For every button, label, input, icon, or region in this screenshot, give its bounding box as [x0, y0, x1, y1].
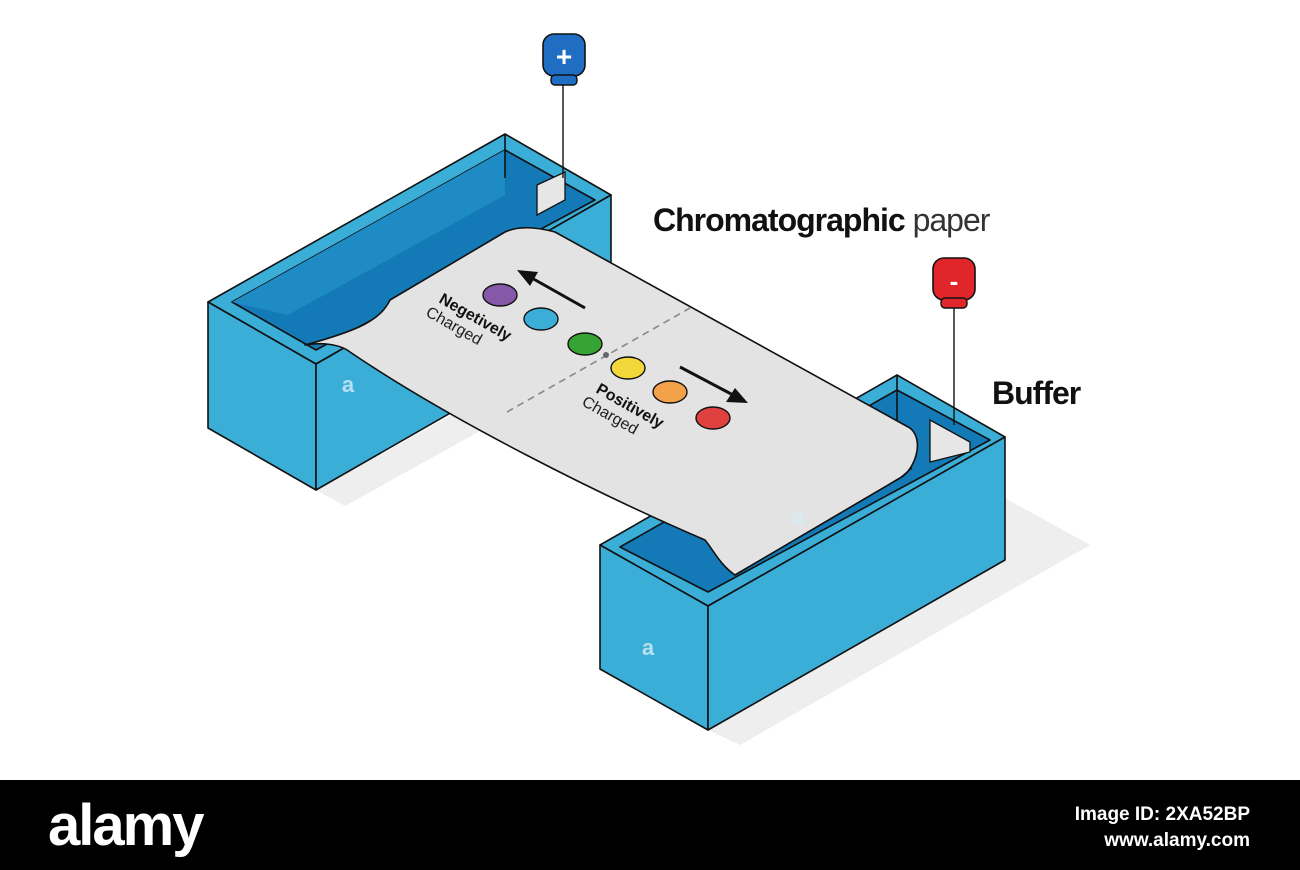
watermark-footer: alamy Image ID: 2XA52BP www.alamy.com [0, 780, 1300, 870]
right-tank-right-face [707, 436, 1006, 731]
watermark-right-front: a [642, 635, 655, 660]
sample-spots [482, 283, 731, 430]
minus-icon: - [950, 266, 959, 296]
diagram-svg: Negetively Charged Positively Charged + … [207, 33, 1090, 745]
left-electrode-plate [536, 170, 566, 217]
image-id-block: Image ID: 2XA52BP www.alamy.com [1075, 802, 1250, 854]
paper-label: Chromatographic paper [653, 202, 991, 238]
spot-blue [523, 307, 559, 331]
spot-purple [482, 283, 518, 307]
watermark-left-tank: a [342, 372, 355, 397]
negative-direction-arrow [517, 270, 586, 310]
spot-green [567, 332, 603, 356]
image-id: Image ID: 2XA52BP [1074, 804, 1250, 825]
spot-yellow [610, 356, 646, 380]
paper-label-bold: Chromatographic [653, 202, 905, 238]
left-tank-shadow [316, 405, 500, 506]
cathode-badge: - [932, 257, 976, 309]
watermark-right-tank: a [792, 504, 805, 529]
right-electrode-plate [929, 418, 971, 463]
spot-orange [652, 380, 688, 404]
anode-badge: + [542, 33, 586, 86]
spot-red [695, 406, 731, 430]
paper-submerged-edge [734, 467, 913, 576]
chromatographic-paper [304, 227, 919, 576]
site-url: www.alamy.com [1104, 830, 1250, 851]
paper-label-light: paper [905, 202, 991, 238]
alamy-logo: alamy [48, 793, 204, 858]
positive-direction-arrow [679, 365, 748, 403]
origin-point [603, 352, 609, 358]
plus-icon: + [556, 41, 572, 72]
left-tank-inner-wall [232, 150, 505, 315]
buffer-label: Buffer [992, 375, 1081, 411]
